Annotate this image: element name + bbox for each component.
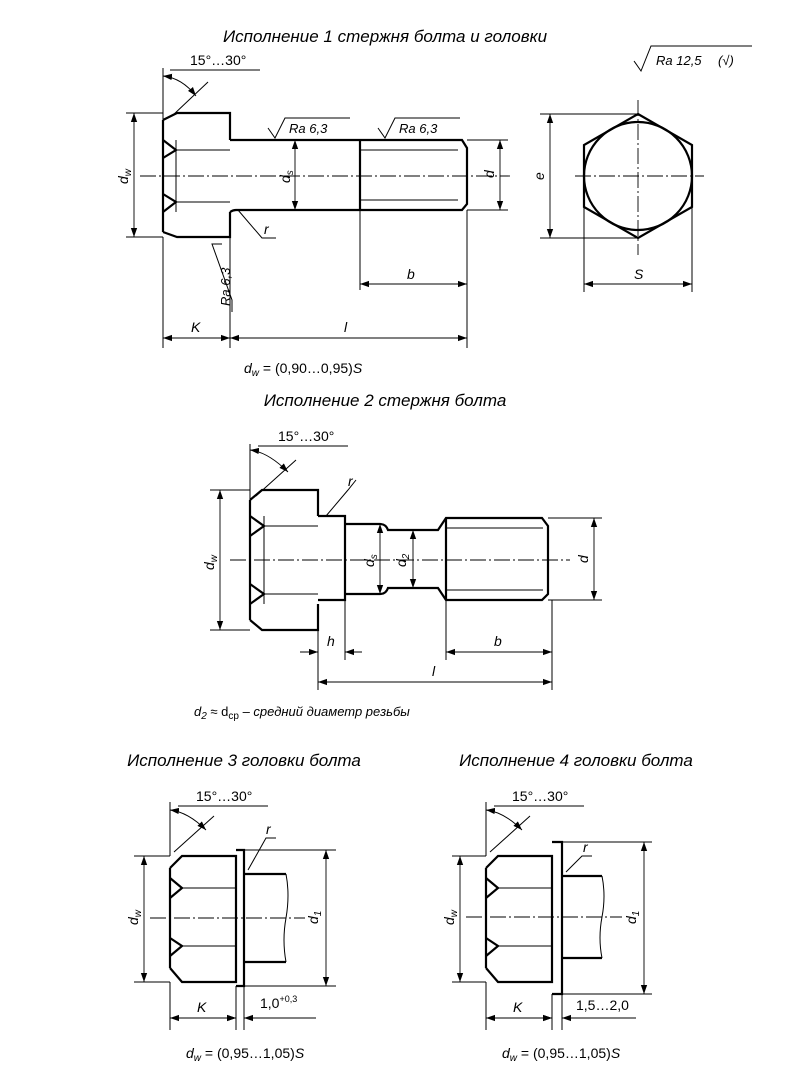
formula-dw-3: dw = (0,95…1,05)S <box>186 1045 305 1064</box>
dw-label-4: dw <box>441 909 460 925</box>
h-label: h <box>327 633 335 649</box>
dw-label-2: dw <box>201 554 220 570</box>
angle-label-1: 15°…30° <box>190 52 246 68</box>
k-label-3: K <box>197 999 207 1015</box>
b-label-2: b <box>494 633 502 649</box>
title-variant-1: Исполнение 1 стержня болта и головки <box>223 27 548 46</box>
title-variant-3: Исполнение 3 головки болта <box>127 751 361 770</box>
title-variant-2: Исполнение 2 стержня болта <box>264 391 507 410</box>
flange-label-3: 1,0+0,3 <box>260 994 297 1011</box>
bolt-head-variant-4: 15°…30° r dw d1 K 1,5…2,0 dw = (0,95…1,0… <box>441 788 652 1064</box>
radius-label-3: r <box>266 821 272 837</box>
s-label: S <box>634 266 644 282</box>
general-roughness-suffix: (√) <box>718 53 734 68</box>
k-label-4: K <box>513 999 523 1015</box>
d1-label-3: d1 <box>305 911 324 924</box>
d-label-2: d <box>575 554 591 563</box>
radius-label-2: r <box>348 473 354 489</box>
thread-roughness-label: Ra 6,3 <box>399 121 438 136</box>
ds-label-1: ds <box>277 170 296 183</box>
title-variant-4: Исполнение 4 головки болта <box>459 751 693 770</box>
flange-label-4: 1,5…2,0 <box>576 997 629 1013</box>
e-label: e <box>531 172 547 180</box>
shank-roughness-label: Ra 6,3 <box>289 121 328 136</box>
angle-label-2: 15°…30° <box>278 428 334 444</box>
angle-label-4: 15°…30° <box>512 788 568 804</box>
formula-dw-4: dw = (0,95…1,05)S <box>502 1045 621 1064</box>
k-label-1: K <box>191 319 201 335</box>
radius-label-4: r <box>583 839 589 855</box>
general-roughness-label: Ra 12,5 <box>656 53 702 68</box>
d-label-1: d <box>481 169 497 178</box>
d1-label-4: d1 <box>623 911 642 924</box>
angle-label-3: 15°…30° <box>196 788 252 804</box>
formula-d2: d2 ≈ dср – средний диаметр резьбы <box>194 704 410 722</box>
l-label-2: l <box>432 663 436 679</box>
d2-label: d2 <box>393 553 412 567</box>
dw-label-3: dw <box>125 909 144 925</box>
bolt-side-view-2: 15°…30° r dw ds d2 d h b l d2 ≈ dср – ср… <box>194 428 602 722</box>
radius-label-1: r <box>264 221 270 237</box>
l-label-1: l <box>344 319 348 335</box>
bolt-end-view: e S <box>531 100 704 292</box>
bolt-side-view-1: 15°…30° Ra 6,3 Ra 6,3 Ra 6,3 r dw ds d b… <box>115 52 510 379</box>
ds-label-2: ds <box>361 554 380 567</box>
dw-label-1: dw <box>115 168 134 184</box>
formula-dw-1: dw = (0,90…0,95)S <box>244 360 363 379</box>
bearing-roughness-label: Ra 6,3 <box>218 267 233 306</box>
bolt-head-variant-3: 15°…30° r dw d1 K 1,0+0,3 dw = (0,95…1,0… <box>125 788 336 1064</box>
general-roughness-symbol: Ra 12,5 (√) <box>633 45 752 73</box>
b-label-1: b <box>407 266 415 282</box>
